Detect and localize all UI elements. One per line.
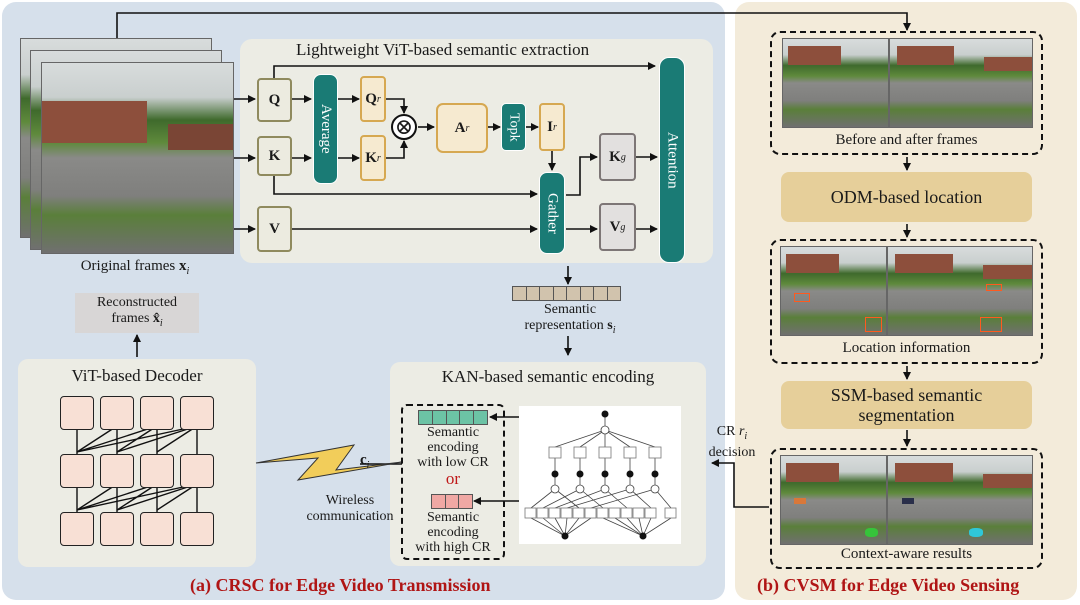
low-cr-encoding-vector xyxy=(418,410,488,425)
wireless-caption: Wireless communication xyxy=(306,493,394,524)
low-cr-cell xyxy=(445,410,461,425)
or-label: or xyxy=(445,469,461,488)
multiply-icon: ⊗ xyxy=(391,114,417,140)
extraction-title: Lightweight ViT-based semantic extractio… xyxy=(296,40,590,59)
decoder-token-cell xyxy=(100,454,134,488)
gather-block: Gather xyxy=(539,172,565,254)
channel-symbol: ci xyxy=(360,452,370,471)
decoder-token-cell xyxy=(60,396,94,430)
decoder-token-cell xyxy=(60,512,94,546)
context-aware-results-box xyxy=(770,448,1043,569)
location-after-image xyxy=(887,246,1033,336)
topk-block: Topk xyxy=(501,103,526,151)
location-information-caption: Location information xyxy=(842,340,971,356)
location-before-image xyxy=(780,246,887,336)
kan-title: KAN-based semantic encoding xyxy=(441,367,655,386)
attention-block: Attention xyxy=(659,57,685,263)
decoder-token-cell xyxy=(140,512,174,546)
decoder-grid xyxy=(60,396,220,551)
high-cr-caption: Semantic encoding with high CR xyxy=(415,510,491,555)
decoder-token-cell xyxy=(140,454,174,488)
kan-network-graph xyxy=(524,410,677,540)
decoder-block xyxy=(18,359,256,567)
representation-cell xyxy=(606,286,621,301)
low-cr-cell xyxy=(431,410,447,425)
original-frame-front xyxy=(41,62,234,254)
value-node: V xyxy=(257,206,292,252)
low-cr-caption: Semantic encoding with low CR xyxy=(417,425,489,470)
panel-a-label: (a) CRSC for Edge Video Transmission xyxy=(190,575,491,595)
location-information-box xyxy=(770,239,1043,364)
before-after-frames-box xyxy=(770,31,1043,155)
high-cr-cell xyxy=(431,494,446,509)
context-before-image xyxy=(780,455,887,545)
high-cr-cell xyxy=(458,494,474,509)
before-after-caption: Before and after frames xyxy=(835,132,978,148)
decoder-token-cell xyxy=(180,396,214,430)
decoder-token-cell xyxy=(180,512,214,546)
low-cr-cell xyxy=(473,410,488,425)
key-node: K xyxy=(257,136,292,176)
semantic-representation-caption: Semantic representation si xyxy=(524,302,616,336)
low-cr-cell xyxy=(459,410,475,425)
high-cr-encoding-vector xyxy=(431,494,474,509)
cr-decision-label: CR ri decision xyxy=(708,424,756,460)
decoder-title: ViT-based Decoder xyxy=(71,366,203,385)
context-after-image xyxy=(887,455,1033,545)
low-cr-cell xyxy=(418,410,433,425)
before-frame-image xyxy=(782,38,889,128)
panel-b-label: (b) CVSM for Edge Video Sensing xyxy=(757,575,1020,595)
decoder-token-cell xyxy=(100,512,134,546)
original-frames-caption: Original frames xi xyxy=(80,258,190,277)
kan-network-diagram xyxy=(519,406,681,544)
semantic-representation-vector xyxy=(512,286,621,301)
query-node: Q xyxy=(257,78,292,122)
odm-location-stage: ODM-based location xyxy=(781,172,1032,222)
decoder-token-cell xyxy=(180,454,214,488)
encoding-options-box xyxy=(401,404,505,560)
after-frame-image xyxy=(889,38,1033,128)
decoder-token-cell xyxy=(60,454,94,488)
reconstructed-frames-box: Reconstructed frames x̂i xyxy=(75,293,199,333)
average-block: Average xyxy=(313,74,338,184)
high-cr-cell xyxy=(444,494,460,509)
context-aware-caption: Context-aware results xyxy=(840,546,973,562)
decoder-token-cell xyxy=(140,396,174,430)
decoder-token-cell xyxy=(100,396,134,430)
